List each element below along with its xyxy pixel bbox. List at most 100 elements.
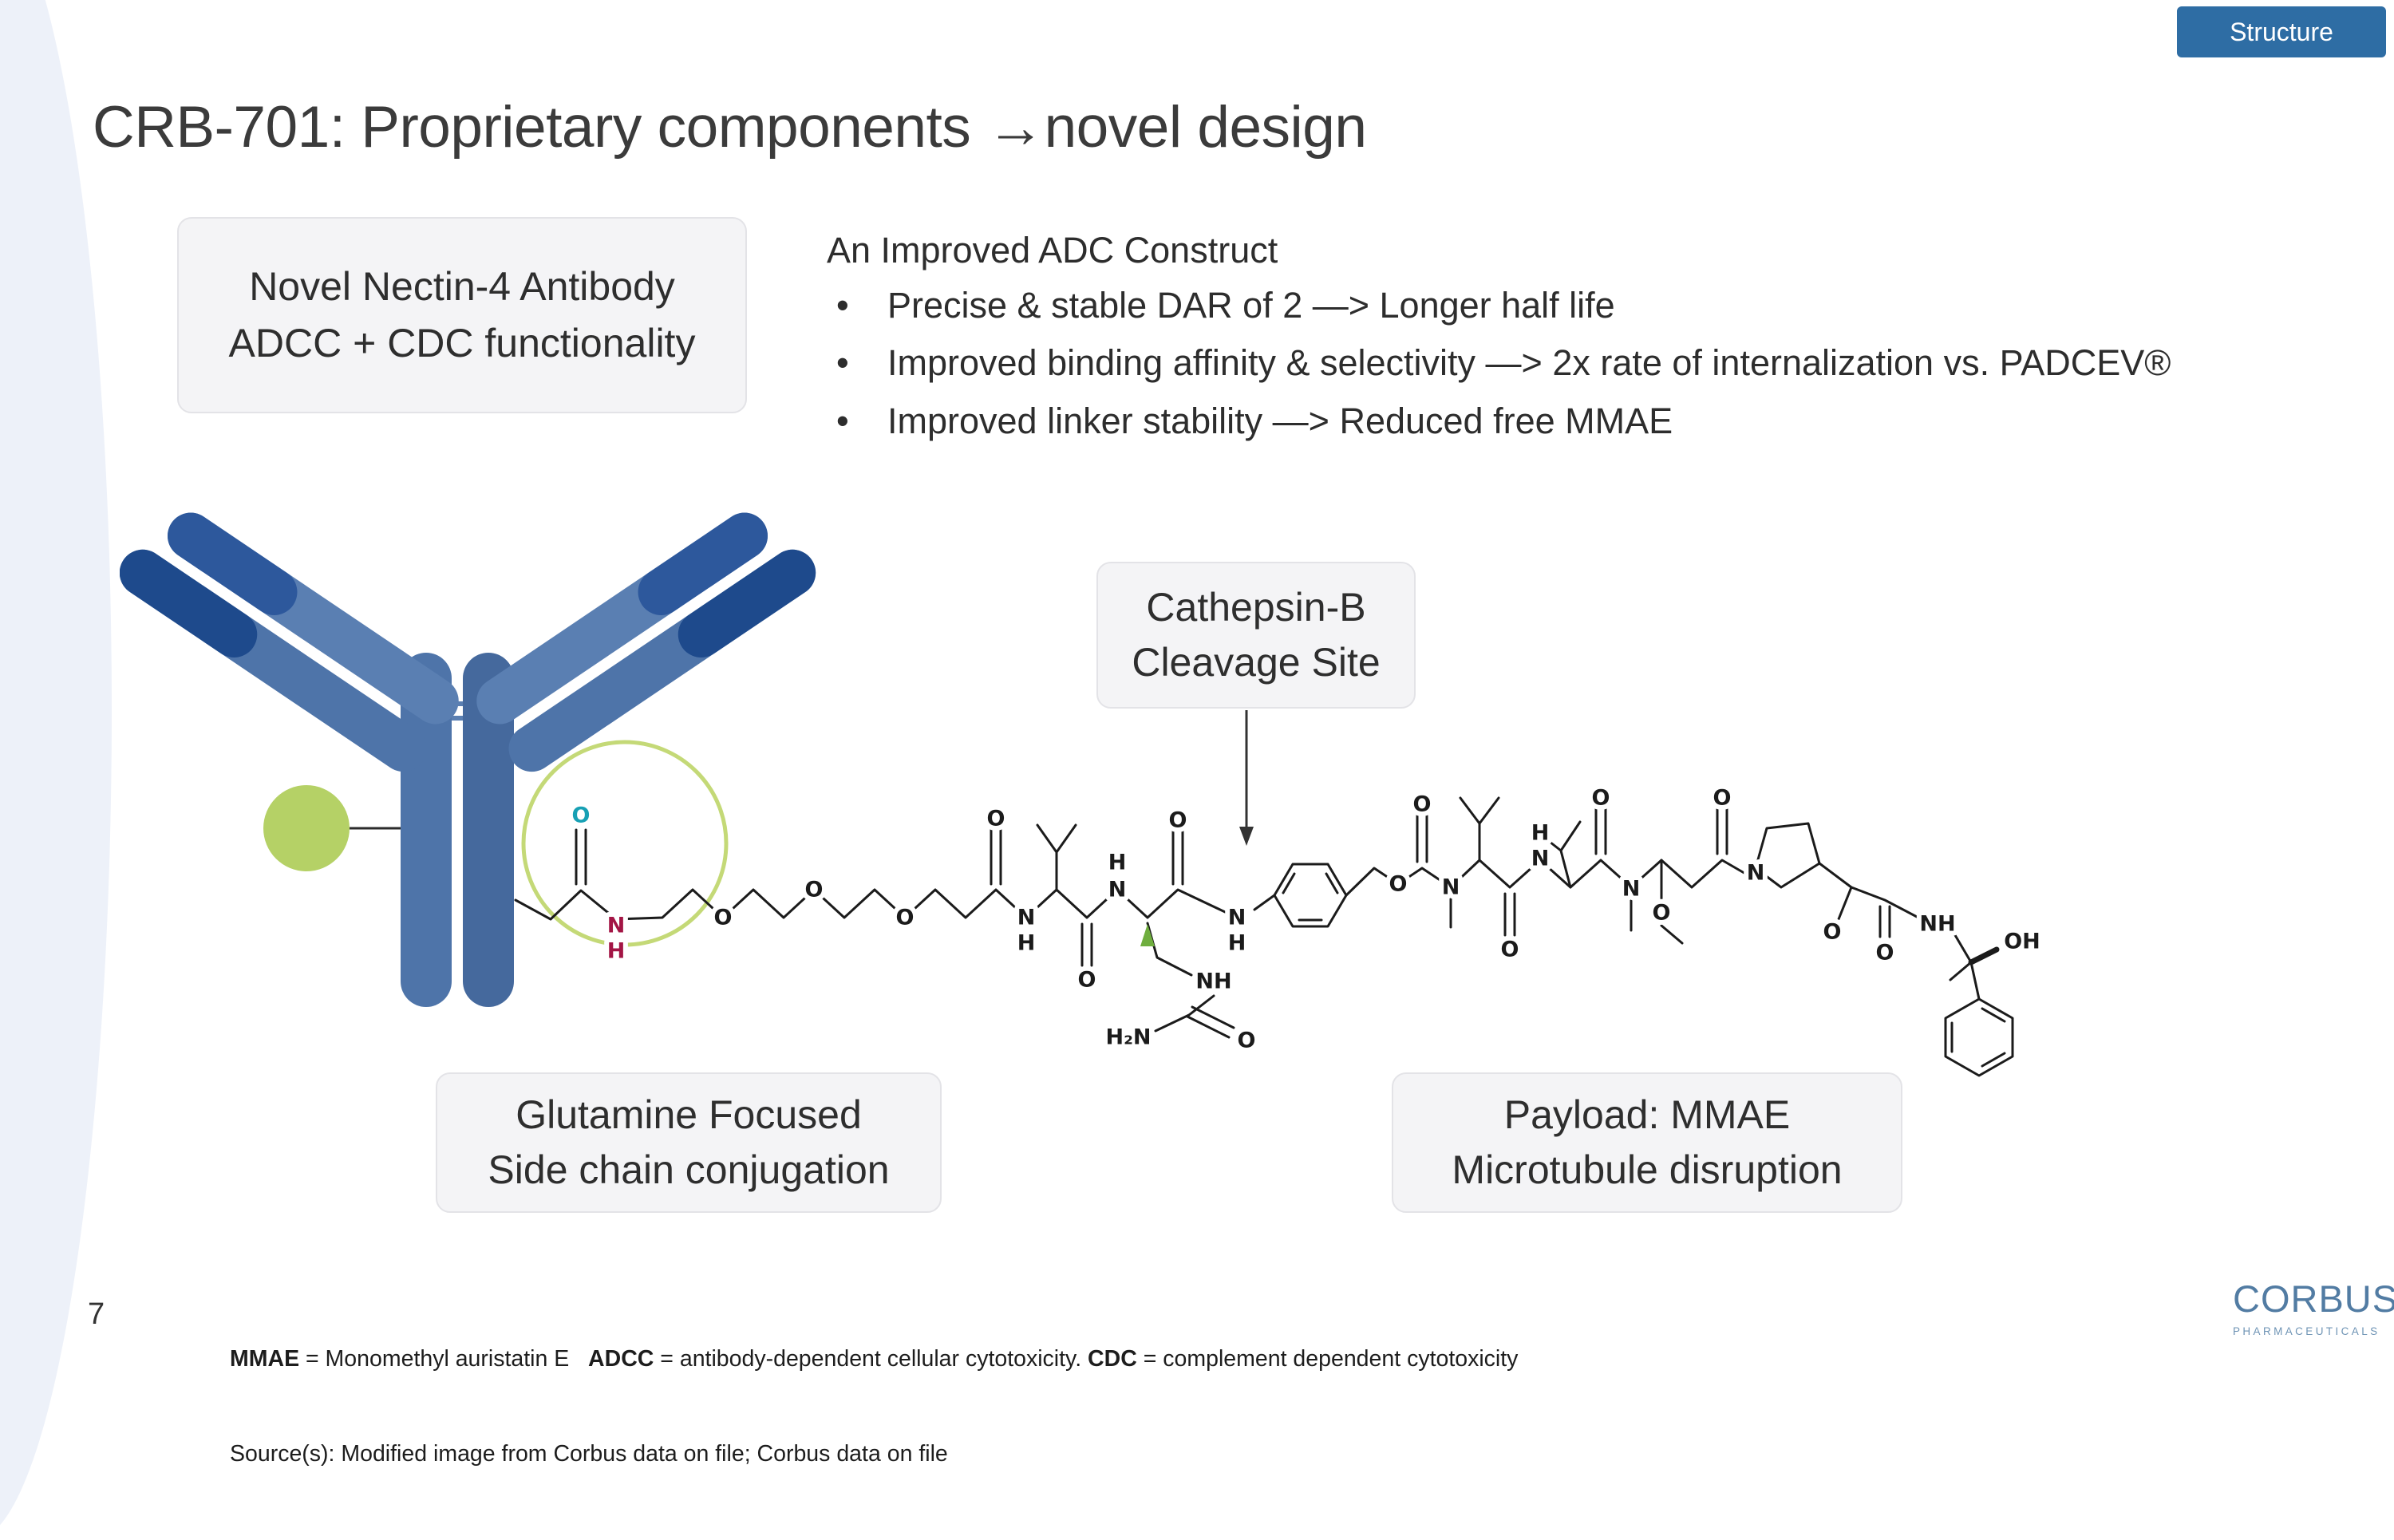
- dil-carbonyl: [1594, 806, 1607, 855]
- page-number: 7: [88, 1297, 105, 1331]
- amide1-carbonyl: [990, 827, 1002, 886]
- svg-text:O: O: [1413, 792, 1432, 817]
- svg-text:H: H: [1228, 931, 1246, 956]
- svg-text:O: O: [1653, 901, 1671, 926]
- antibody-left-arm: [120, 512, 459, 772]
- bullet-item-binding: • Improved binding affinity & selectivit…: [827, 339, 2367, 386]
- svg-text:N: N: [607, 914, 626, 938]
- adc-construct-heading: An Improved ADC Construct: [827, 230, 1278, 270]
- structure-tab-label: Structure: [2230, 17, 2333, 46]
- structure-tab[interactable]: Structure: [2177, 6, 2386, 57]
- terminal-phenyl-ring: [1944, 997, 2014, 1077]
- svg-text:O: O: [1713, 786, 1732, 811]
- bullet-marker: •: [836, 400, 849, 441]
- pyrrolidine-ring: [1754, 822, 1821, 889]
- cit-carbonyl: [1171, 828, 1184, 886]
- svg-text:O: O: [1823, 920, 1842, 945]
- svg-text:H: H: [1108, 851, 1127, 875]
- pab-benzene-ring: [1273, 863, 1348, 928]
- methoxy-2: [1837, 886, 1853, 921]
- glutamine-site-circle: [263, 785, 350, 871]
- svg-text:O: O: [714, 906, 733, 930]
- svg-text:O: O: [1592, 786, 1610, 811]
- svg-text:O: O: [987, 807, 1005, 831]
- footnote-line1: MMAE = Monomethyl auristatin E ADCC = an…: [230, 1345, 1519, 1372]
- footnote: MMAE = Monomethyl auristatin E ADCC = an…: [230, 1280, 1518, 1502]
- bond-n-to-ring: [1253, 894, 1276, 911]
- oh-wedge-bond: [1968, 946, 2000, 965]
- conjugation-carbonyl: [575, 828, 587, 886]
- svg-text:NH: NH: [1195, 969, 1231, 994]
- antibody-graphic: [120, 512, 816, 1007]
- stereo-wedge-green: [1140, 924, 1155, 946]
- backbone-left: [514, 888, 1238, 921]
- corbus-logo-subtext: PHARMACEUTICALS: [2233, 1325, 2380, 1337]
- cathepsin-callout-line1: Cathepsin-B: [1146, 585, 1366, 630]
- svg-text:O: O: [1169, 808, 1187, 833]
- svg-text:OH: OH: [2004, 930, 2040, 954]
- bullet-text: Improved linker stability —> Reduced fre…: [887, 400, 1673, 441]
- bullet-marker: •: [836, 285, 849, 326]
- svg-text:N: N: [1747, 861, 1765, 886]
- terminal-phenyl-double-bonds: [1950, 1007, 2006, 1068]
- bullet-text: Precise & stable DAR of 2 —> Longer half…: [887, 285, 1615, 326]
- glutamine-callout-line2: Side chain conjugation: [488, 1147, 890, 1192]
- val2-carbonyl: [1503, 892, 1516, 937]
- bullet-text: Improved binding affinity & selectivity …: [887, 342, 2171, 384]
- glutamine-callout-line1: Glutamine Focused: [516, 1092, 862, 1137]
- cathepsin-callout-line2: Cleavage Site: [1132, 640, 1381, 685]
- bullet-item-linker: • Improved linker stability —> Reduced f…: [827, 397, 2367, 444]
- svg-text:O: O: [1876, 941, 1894, 965]
- svg-text:N: N: [1108, 878, 1127, 902]
- backbone-right: [1345, 859, 1754, 897]
- svg-text:H₂N: H₂N: [1105, 1025, 1151, 1050]
- valine-isopropyl: [1036, 823, 1077, 891]
- corbus-logo: CORBUS PHARMACEUTICALS: [2233, 1272, 2394, 1338]
- svg-text:O: O: [1238, 1029, 1256, 1053]
- antibody-heavy-chain-right: [463, 653, 514, 1007]
- payload-callout-box: Payload: MMAE Microtubule disruption: [1392, 1072, 1902, 1213]
- carbamate-carbonyl: [1416, 812, 1428, 863]
- bullet-item-dar: • Precise & stable DAR of 2 —> Longer ha…: [827, 282, 2367, 329]
- svg-text:O: O: [1501, 938, 1519, 962]
- antibody-right-arm: [476, 512, 816, 772]
- cathepsin-callout-box: Cathepsin-B Cleavage Site: [1096, 562, 1416, 709]
- valine2-isopropyl: [1459, 796, 1500, 862]
- linker-payload-structure: [514, 796, 2014, 1077]
- svg-text:O: O: [1078, 968, 1096, 993]
- corbus-logo-wordmark: CORBUS: [2233, 1277, 2394, 1320]
- svg-text:N: N: [1228, 906, 1246, 930]
- antibody-callout-line2: ADCC + CDC functionality: [228, 321, 696, 365]
- svg-text:NH: NH: [1919, 912, 1955, 937]
- urea-carbonyl: [1186, 1005, 1235, 1039]
- tail-carbonyl: [1878, 905, 1891, 938]
- svg-text:H: H: [1531, 821, 1550, 846]
- conjugation-ring: [521, 740, 729, 947]
- svg-text:H: H: [607, 939, 626, 964]
- methoxy-1: [1660, 859, 1684, 945]
- svg-text:N: N: [1442, 875, 1460, 900]
- adc-construct-block: An Improved ADC Construct • Precise & st…: [827, 230, 2367, 444]
- backbone-tail: [1818, 862, 1981, 1001]
- adc-construct-bullet-list: • Precise & stable DAR of 2 —> Longer ha…: [827, 282, 2367, 444]
- svg-text:H: H: [1017, 931, 1036, 956]
- secbutyl-branch: [1537, 820, 1582, 889]
- glutamine-callout-box: Glutamine Focused Side chain conjugation: [436, 1072, 942, 1213]
- payload-callout-line2: Microtubule disruption: [1452, 1147, 1843, 1192]
- val-carbonyl: [1080, 922, 1093, 967]
- svg-text:O: O: [805, 878, 824, 902]
- footnote-line2: Source(s): Modified image from Corbus da…: [230, 1441, 948, 1467]
- svg-text:N: N: [1622, 877, 1641, 902]
- svg-text:N: N: [1531, 847, 1550, 871]
- antibody-callout-box: Novel Nectin-4 Antibody ADCC + CDC funct…: [177, 217, 747, 413]
- svg-text:O: O: [896, 906, 915, 930]
- cleavage-arrow: [1239, 710, 1254, 846]
- svg-text:N: N: [1017, 906, 1036, 930]
- dap-carbonyl: [1716, 806, 1728, 855]
- antibody-callout-line1: Novel Nectin-4 Antibody: [249, 264, 675, 309]
- pab-ring-double-bonds: [1282, 872, 1339, 922]
- payload-callout-line1: Payload: MMAE: [1503, 1092, 1791, 1137]
- bullet-marker: •: [836, 342, 849, 384]
- page-title: CRB-701: Proprietary components →novel d…: [93, 95, 1367, 160]
